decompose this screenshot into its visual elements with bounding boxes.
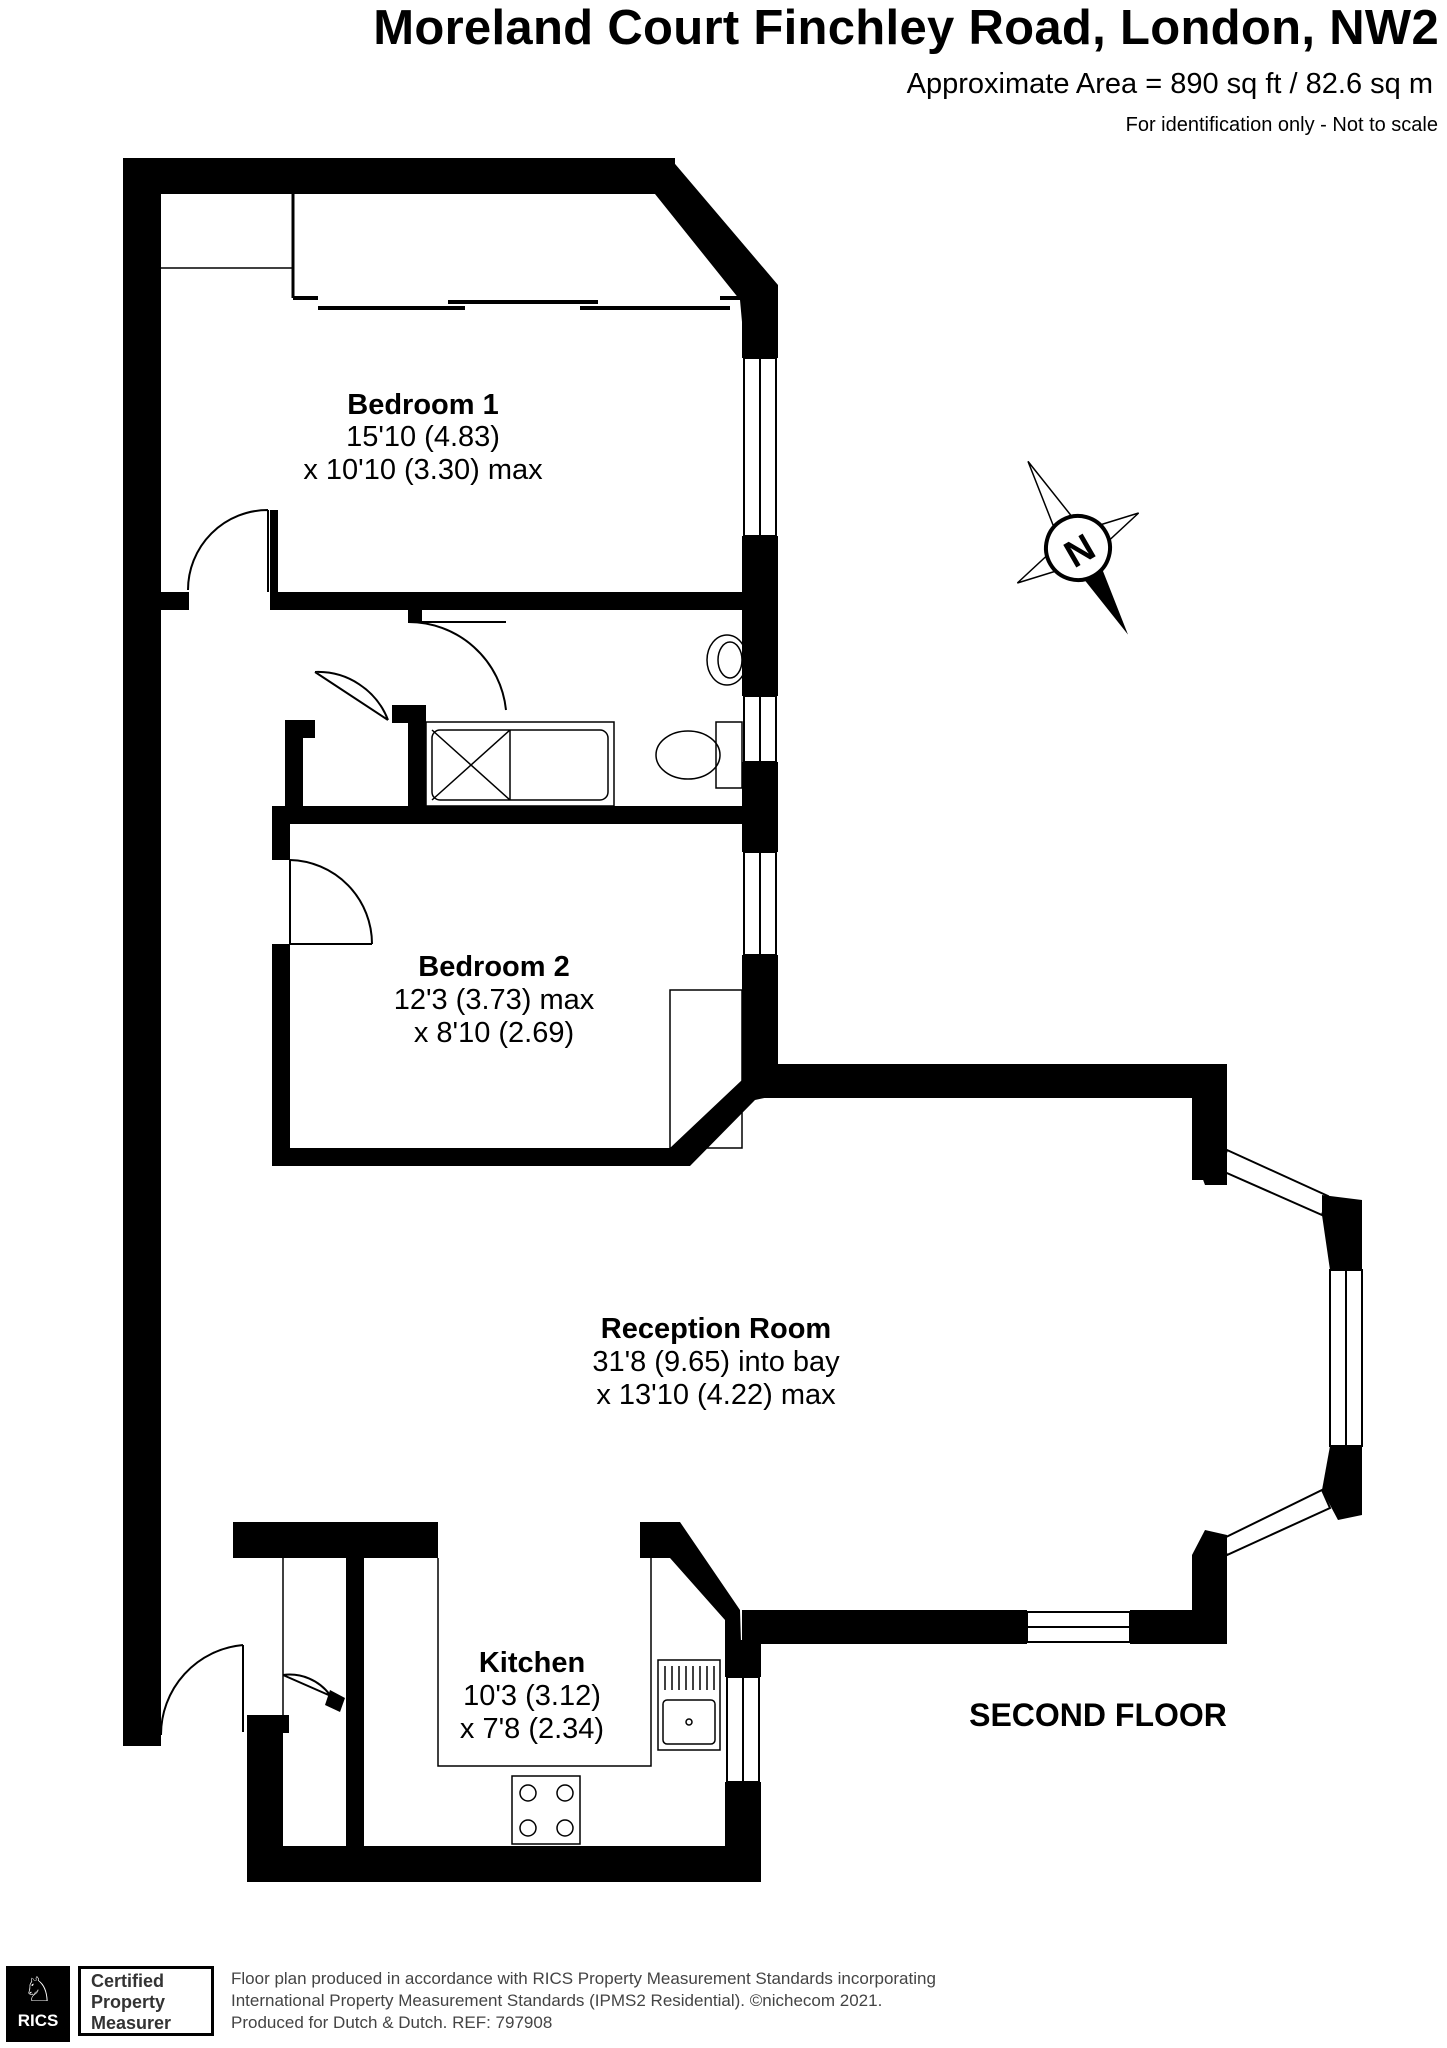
certified-measurer-badge: Certified Property Measurer	[78, 1966, 214, 2036]
toilet-bowl	[655, 730, 721, 780]
floor-plan: N Bedroom 1 15'10 (4.83) x 10'10 (3.30) …	[123, 158, 1363, 1882]
door-bathroom[interactable]	[407, 620, 507, 711]
wall-left-outer	[123, 158, 161, 1746]
footer: ♘ RICS Certified Property Measurer Floor…	[0, 1960, 1447, 2048]
wall-bay-corner-1	[1192, 1150, 1227, 1185]
compass	[1016, 460, 1140, 635]
reception-dim1: 31'8 (9.65) into bay	[592, 1346, 840, 1378]
compass-ring	[1044, 514, 1112, 582]
badge-line-2: Property	[91, 1992, 166, 2012]
wall-kitchen-bottom	[247, 1846, 761, 1882]
hob	[511, 1775, 581, 1845]
wall-bath-left	[408, 705, 426, 809]
kitchen-sink	[657, 1659, 721, 1751]
wall-kitchen-right-1	[725, 1640, 761, 1677]
wall-right-3	[742, 762, 778, 852]
door-cupboard[interactable]	[314, 670, 389, 721]
footer-line-3: Produced for Dutch & Dutch. REF: 797908	[231, 2013, 553, 2032]
wall-bed2-diagonal	[670, 1080, 778, 1166]
washbasin-inner	[717, 641, 743, 679]
wardrobe	[161, 194, 742, 310]
reception-dim2: x 13'10 (4.22) max	[596, 1379, 836, 1411]
kitchen-sink-bowl	[662, 1699, 716, 1745]
wall-top	[123, 158, 675, 194]
room-labels: Bedroom 1 15'10 (4.83) x 10'10 (3.30) ma…	[303, 389, 1227, 1745]
walls	[123, 158, 1362, 1882]
wall-diagonal-ne	[655, 158, 778, 322]
door-entrance[interactable]	[159, 1644, 244, 1736]
windows	[726, 357, 1363, 1783]
wall-bay-corner-3	[1322, 1446, 1362, 1520]
doors	[159, 509, 507, 1736]
bathtub-inner	[431, 729, 609, 801]
wall-bath-bed2	[272, 806, 742, 824]
floor-label: SECOND FLOOR	[969, 1697, 1227, 1733]
rics-logo-text: RICS	[17, 2011, 59, 2030]
wall-reception-bottom-2	[1130, 1610, 1227, 1644]
footer-line-2: International Property Measurement Stand…	[231, 1991, 883, 2010]
plan-title: Moreland Court Finchley Road, London, NW…	[373, 1, 1439, 55]
kitchen-dim1: 10'3 (3.12)	[463, 1680, 601, 1712]
bedroom1-name: Bedroom 1	[347, 389, 498, 421]
badge-line-1: Certified	[91, 1971, 165, 1991]
bathtub	[425, 721, 615, 807]
wall-bed1-bath	[270, 592, 742, 610]
wall-bed1-stub	[161, 592, 189, 610]
bedroom2-cupboard	[669, 989, 743, 1149]
door-kitchen-cupboard[interactable]	[282, 1673, 341, 1701]
wall-kitchen-left-cap	[247, 1715, 289, 1733]
wall-bed2-bottom	[272, 1148, 672, 1166]
door-bedroom2[interactable]	[289, 859, 373, 945]
rics-lion-icon: ♘	[22, 1971, 54, 2009]
washbasin	[706, 634, 748, 686]
door-bedroom1[interactable]	[187, 509, 269, 592]
kitchen-dim2: x 7'8 (2.34)	[460, 1713, 604, 1745]
toilet-cistern	[715, 721, 743, 789]
wall-kitchen-left	[247, 1715, 283, 1882]
window-bay-lower	[1218, 1488, 1332, 1557]
footer-line-1: Floor plan produced in accordance with R…	[231, 1969, 936, 1988]
wall-bed1-door-jamb	[270, 510, 278, 610]
reception-name: Reception Room	[601, 1313, 831, 1345]
wall-kitchen-top-left	[233, 1522, 438, 1558]
footer-credits: Floor plan produced in accordance with R…	[231, 1968, 936, 2034]
bedroom1-dim1: 15'10 (4.83)	[346, 421, 500, 453]
scale-note: For identification only - Not to scale	[1125, 114, 1438, 136]
wall-bath-jamb	[408, 608, 422, 622]
wall-reception-bottom-1	[742, 1610, 1027, 1644]
area-summary: Approximate Area = 890 sq ft / 82.6 sq m	[906, 68, 1433, 100]
wall-kitchen-partition	[346, 1558, 364, 1846]
wall-cupboard-top	[285, 720, 315, 738]
wall-right-1	[742, 300, 778, 358]
bedroom1-dim2: x 10'10 (3.30) max	[303, 454, 543, 486]
kitchen-worktop	[437, 1558, 652, 1767]
wall-reception-top	[742, 1064, 1227, 1098]
fixtures	[425, 634, 748, 1845]
bedroom2-dim2: x 8'10 (2.69)	[414, 1017, 574, 1049]
wall-bed2-left	[272, 944, 290, 1166]
bedroom2-name: Bedroom 2	[418, 951, 569, 983]
bedroom2-dim1: 12'3 (3.73) max	[394, 984, 595, 1016]
wall-right-2	[742, 536, 778, 696]
wall-bay-corner-2	[1322, 1195, 1362, 1270]
wall-bed2-left-upper	[272, 806, 290, 860]
window-bay-upper	[1218, 1148, 1330, 1217]
kitchen-name: Kitchen	[479, 1647, 585, 1679]
badge-line-3: Measurer	[91, 2013, 172, 2033]
rics-logo: ♘ RICS	[6, 1966, 70, 2042]
wall-cupboard-left	[285, 720, 303, 824]
